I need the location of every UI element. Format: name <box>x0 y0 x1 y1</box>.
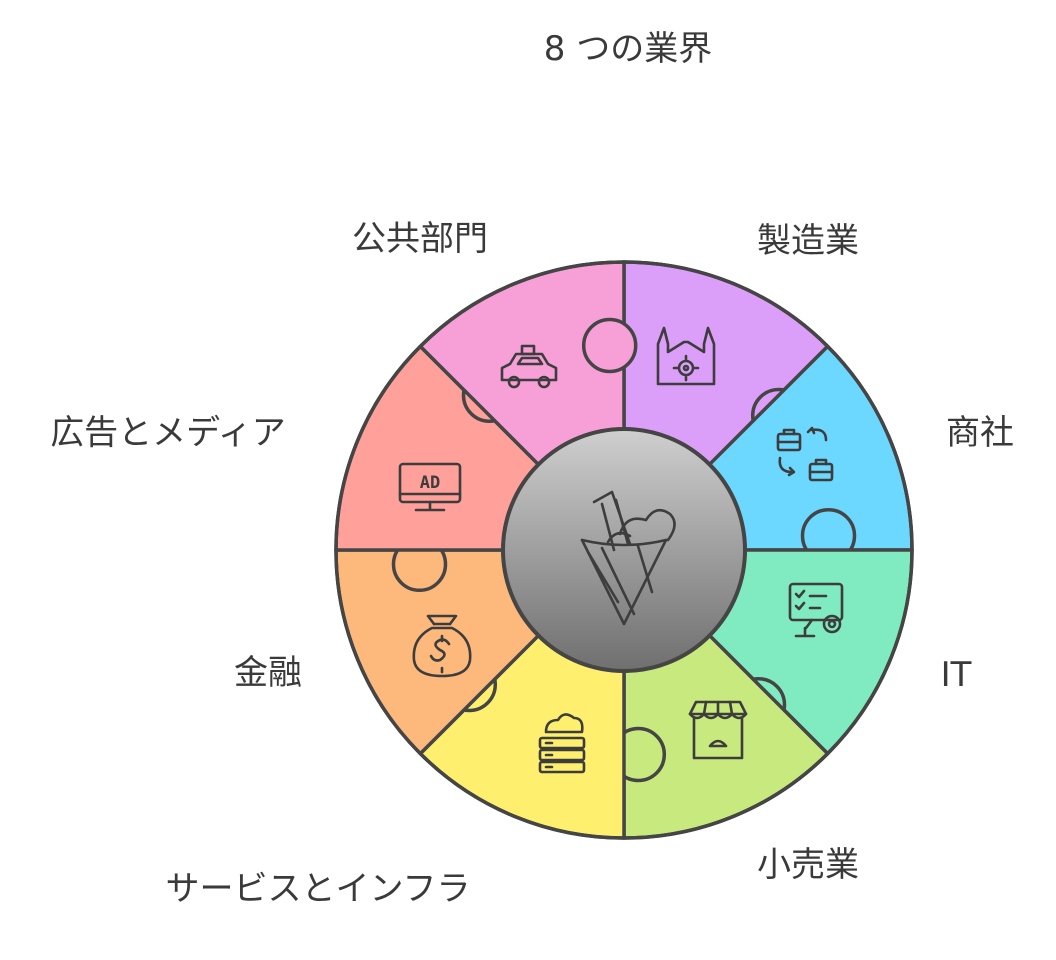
label-retail: 小売業 <box>757 845 859 885</box>
outer-ring-outline <box>334 260 914 840</box>
label-manufacturing: 製造業 <box>757 221 859 261</box>
ad-monitor-text: AD <box>420 473 440 493</box>
label-finance: 金融 <box>234 653 302 693</box>
money-bag-icon <box>412 614 472 678</box>
crepe-icon <box>580 490 676 626</box>
puzzle-knob-advertising <box>581 317 638 374</box>
label-services: サービスとインフラ <box>166 869 471 909</box>
label-it: IT <box>941 655 972 695</box>
briefcase-exchange-icon <box>776 426 834 482</box>
ad-monitor-icon: AD <box>398 462 462 512</box>
label-advertising: 広告とメディア <box>50 413 286 453</box>
taxi-icon <box>500 344 558 389</box>
cloud-server-icon <box>538 713 586 774</box>
puzzle-ring <box>334 260 914 840</box>
diagram-title: 8 つの業界 <box>544 29 712 69</box>
storefront-icon <box>688 700 748 760</box>
label-trading: 商社 <box>946 413 1014 453</box>
label-public: 公共部門 <box>352 219 488 259</box>
monitor-gear-icon <box>788 582 844 638</box>
center-hub <box>501 427 747 673</box>
factory-icon <box>656 326 716 386</box>
